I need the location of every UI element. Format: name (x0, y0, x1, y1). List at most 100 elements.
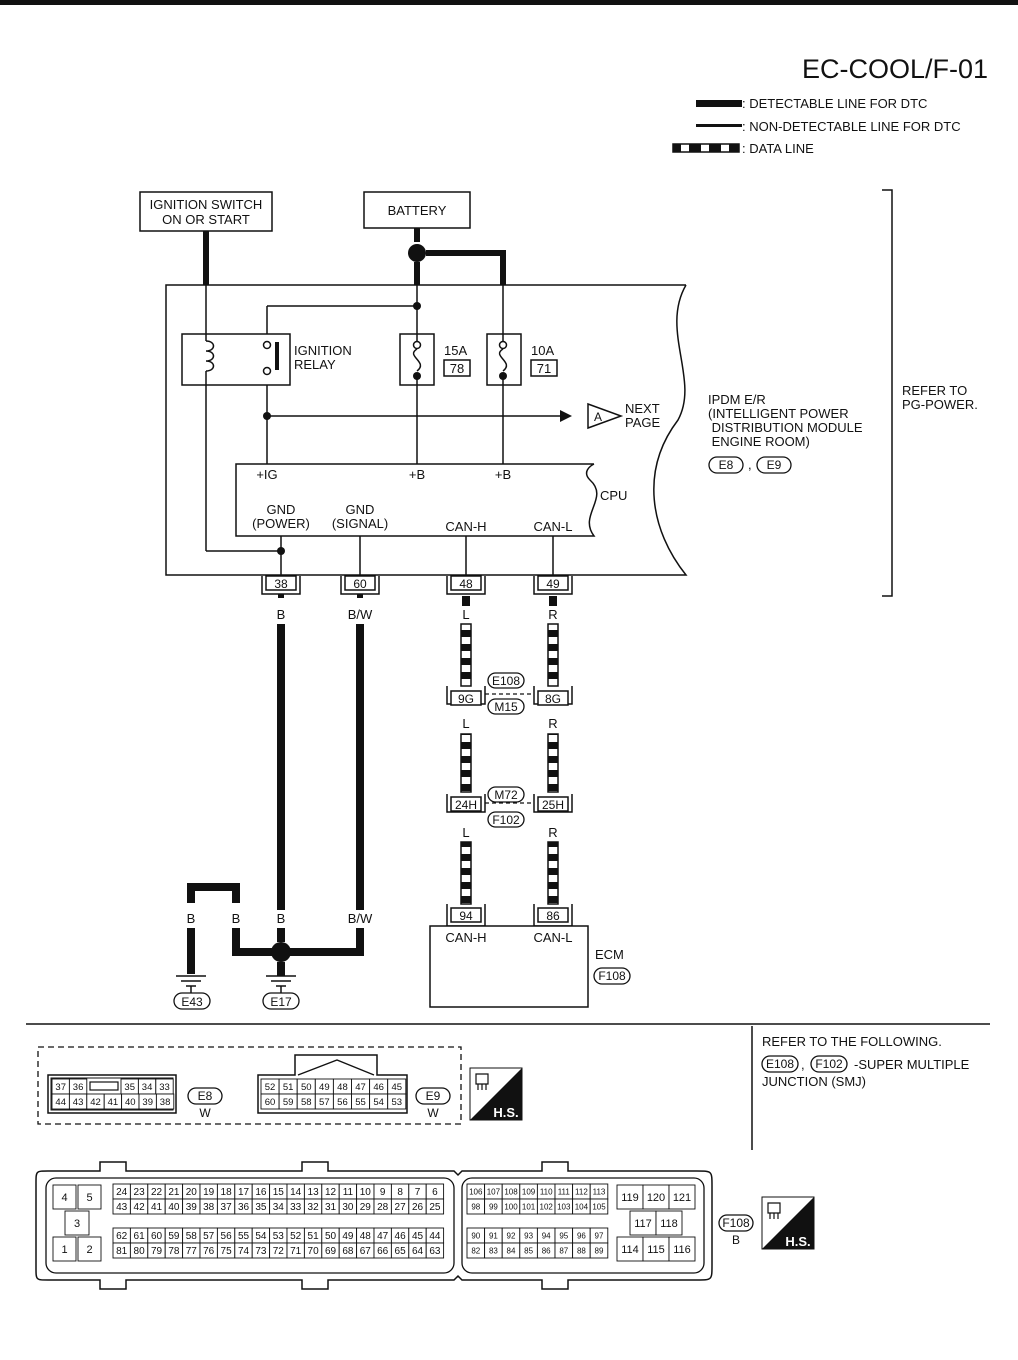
f108-pin-label: 106 (469, 1187, 483, 1196)
f108-pin-label: 20 (186, 1187, 198, 1198)
ipdm-connector-e8: E8 (719, 458, 734, 472)
can-l-wire-color-2: R (548, 716, 557, 731)
f108-pin-label: 70 (308, 1246, 320, 1257)
can-h-wire-color-1: L (462, 607, 469, 622)
f108-pin-label: 16 (255, 1187, 267, 1198)
connector-e8-id: E8 (198, 1089, 213, 1103)
ground-e43-icon (176, 975, 206, 993)
ipdm-outline (165, 284, 688, 576)
f108-pin-label: 40 (168, 1202, 180, 1213)
f108-pin-label: 103 (557, 1202, 571, 1211)
wire-60-color: B/W (348, 607, 373, 622)
f108-pin-label: 29 (360, 1202, 372, 1213)
f108-pin-label: 117 (634, 1218, 652, 1230)
f108-pin-label: 64 (412, 1246, 424, 1257)
f108-pin-label: 53 (273, 1231, 285, 1242)
next-page-label-1: NEXT (625, 401, 660, 416)
legend-thin-label: : NON-DETECTABLE LINE FOR DTC (742, 119, 961, 134)
e8-pin-label: 33 (159, 1082, 170, 1093)
ipdm-connector-sep: , (748, 457, 752, 472)
f108-pin-label: 10 (360, 1187, 372, 1198)
cpu-box (235, 463, 598, 537)
f108-pin-cell (668, 1184, 696, 1210)
f108-pin-label: 115 (647, 1244, 665, 1256)
ipdm-pin-60-label: 60 (353, 577, 367, 591)
f108-pin-label: 24 (116, 1187, 128, 1198)
e8-pin-label: 39 (142, 1097, 153, 1108)
e9-pin-label: 56 (337, 1097, 348, 1108)
ignition-relay (181, 333, 291, 386)
cpu-terminal-ig: +IG (256, 467, 277, 482)
ipdm-pin-49 (533, 575, 573, 595)
ipdm-name-3: DISTRIBUTION MODULE (708, 420, 863, 435)
f108-pin-cell (52, 1184, 77, 1210)
joint-2-top-connector: M72 (494, 788, 518, 802)
f108-pin-label: 75 (221, 1246, 233, 1257)
connector-e8-color: W (199, 1106, 211, 1120)
f108-pin-label: 66 (377, 1246, 389, 1257)
f108-pin-label: 46 (395, 1231, 407, 1242)
e9-pin-label: 51 (283, 1082, 294, 1093)
f108-pin-cell (616, 1184, 644, 1210)
e8-pin-label: 34 (142, 1082, 153, 1093)
e8-pin-cell (155, 1093, 175, 1110)
f108-pin-label: 84 (507, 1246, 516, 1255)
f108-pin-label: 33 (290, 1202, 302, 1213)
cpu-gnd-power-2: (POWER) (252, 516, 310, 531)
f108-pin-label: 69 (325, 1246, 337, 1257)
f108-pin-cell (629, 1210, 657, 1236)
f108-pin-label: 91 (489, 1231, 498, 1240)
ground-e17-label: E17 (270, 995, 292, 1009)
f108-pin-label: 27 (395, 1202, 407, 1213)
ground-e17-icon (266, 975, 296, 993)
ipdm-pin-48 (446, 575, 486, 595)
ecm-can-h-label: CAN-H (445, 930, 486, 945)
f108-pin-label: 12 (325, 1187, 337, 1198)
f108-pin-label: 34 (273, 1202, 285, 1213)
hs-label-1: H.S. (493, 1105, 518, 1120)
e9-pin-label: 49 (319, 1082, 330, 1093)
e8-pin-label: 40 (125, 1097, 136, 1108)
fuse-15a (399, 333, 435, 386)
f108-pin-label: 22 (151, 1187, 163, 1198)
fuse-10a (486, 333, 522, 386)
ground-splice (271, 942, 291, 962)
f108-pin-cell (77, 1184, 102, 1210)
f108-pin-cell (77, 1236, 102, 1262)
ground-e43-label: E43 (181, 995, 203, 1009)
f108-pin-label: 92 (507, 1231, 516, 1240)
fuse-15a-amps: 15A (444, 343, 467, 358)
f108-pin-label: 58 (186, 1231, 198, 1242)
f108-pin-label: 67 (360, 1246, 372, 1257)
f108-pin-label: 49 (342, 1231, 354, 1242)
e8-pin-label: 43 (73, 1097, 84, 1108)
f108-pin-label: 55 (238, 1231, 250, 1242)
f108-pin-label: 45 (412, 1231, 424, 1242)
f108-pin-label: 82 (471, 1246, 480, 1255)
f108-pin-label: 121 (673, 1192, 691, 1204)
e8-lock-tab (89, 1081, 119, 1091)
e9-pin-label: 48 (337, 1082, 348, 1093)
ipdm-name-4: ENGINE ROOM) (708, 434, 810, 449)
joint-1-top-connector: E108 (492, 674, 520, 688)
refer-connector-sep: , (801, 1057, 805, 1072)
f108-pin-label: 11 (343, 1187, 354, 1198)
f108-pin-label: 35 (255, 1202, 267, 1213)
joint-25h-label: 25H (542, 798, 564, 812)
fuse-10a-number: 71 (537, 361, 551, 376)
next-page-label-2: PAGE (625, 415, 660, 430)
f108-pin-label: 61 (134, 1231, 146, 1242)
joint-1-bottom-connector: M15 (494, 700, 518, 714)
f108-pin-label: 73 (255, 1246, 267, 1257)
f108-pin-label: 42 (134, 1202, 146, 1213)
f108-pin-label: 50 (325, 1231, 337, 1242)
cpu-terminal-b1: +B (409, 467, 425, 482)
f108-pin-label: 102 (540, 1202, 554, 1211)
ground-wire-b3: B (277, 911, 286, 926)
refer-following-desc: -SUPER MULTIPLE (854, 1057, 970, 1072)
f108-pin-label: 39 (186, 1202, 198, 1213)
f108-pin-label: 74 (238, 1246, 250, 1257)
f108-pin-cell (52, 1236, 77, 1262)
f108-pin-label: 98 (471, 1202, 480, 1211)
